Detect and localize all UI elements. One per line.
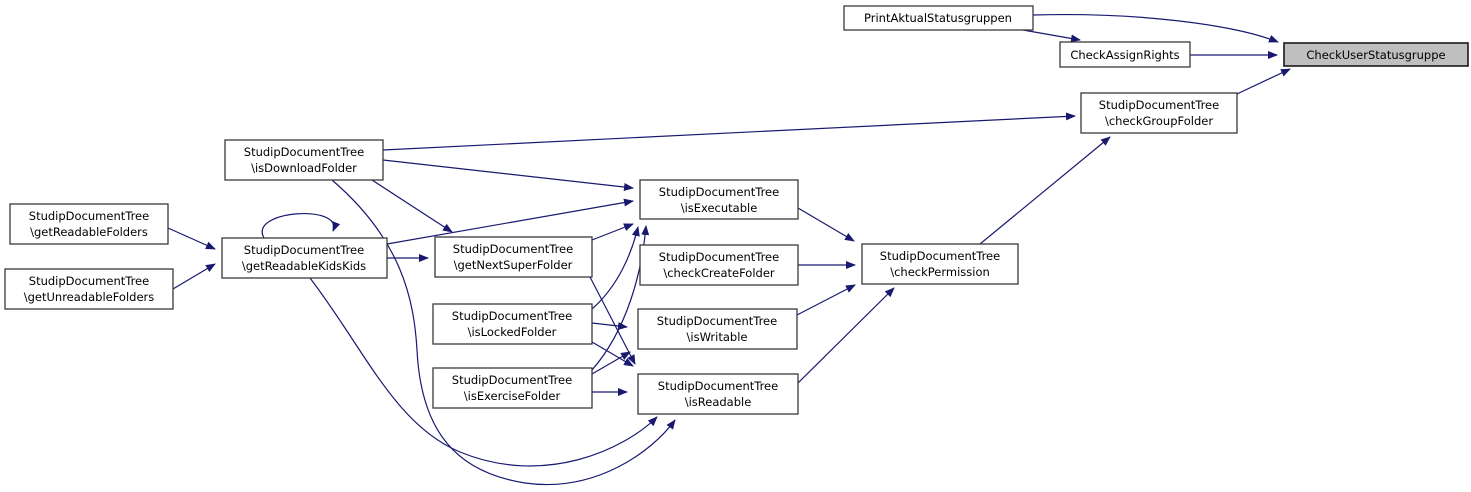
edge-iswritable-checkpermission — [796, 284, 856, 316]
node-box-highlighted — [1283, 42, 1469, 67]
node-getreadablekidskids[interactable]: StudipDocumentTree \getReadableKidsKids — [221, 237, 388, 279]
node-checkgroupfolder[interactable]: StudipDocumentTree \checkGroupFolder — [1080, 92, 1238, 134]
node-label-line1: StudipDocumentTree — [244, 145, 364, 159]
node-label: PrintAktualStatusgruppen — [864, 11, 1012, 25]
node-isdownloadfolder[interactable]: StudipDocumentTree \isDownloadFolder — [224, 139, 384, 181]
node-box — [4, 268, 174, 310]
node-label-line2: \getReadableKidsKids — [242, 259, 366, 273]
node-checkpermission[interactable]: StudipDocumentTree \checkPermission — [861, 243, 1019, 285]
node-label-line2: \isReadable — [685, 395, 752, 409]
node-label-line1: StudipDocumentTree — [659, 185, 779, 199]
node-box — [861, 243, 1019, 285]
node-box — [432, 367, 593, 409]
edge-getnextsuperfolder-isreadable — [589, 276, 636, 365]
node-box — [221, 237, 388, 279]
node-label-line2: \getNextSuperFolder — [454, 258, 573, 272]
node-box — [639, 179, 799, 220]
edge-printaktualstatusgruppen-checkassignrights — [1022, 29, 1081, 43]
node-label-line2: \getReadableFolders — [30, 225, 148, 239]
node-label-line2: \isDownloadFolder — [251, 161, 357, 175]
edge-getnextsuperfolder-isexecutable — [591, 223, 634, 241]
edge-isdownloadfolder-isreadable — [331, 179, 676, 485]
node-checkassignrights[interactable]: CheckAssignRights — [1059, 41, 1191, 68]
node-box — [1080, 92, 1238, 134]
edge-isexecutable-checkpermission — [797, 207, 855, 242]
edge-getreadablekidskids-self-loop — [261, 213, 341, 239]
node-box — [843, 5, 1034, 31]
node-label-line1: StudipDocumentTree — [453, 242, 573, 256]
edge-checkpermission-checkgroupfolder — [979, 136, 1111, 245]
node-box — [432, 303, 593, 345]
edge-isdownloadfolder-checkgroupfolder — [382, 112, 1076, 151]
edge-islockedfolder-iswritable — [591, 322, 628, 330]
node-label-line1: StudipDocumentTree — [452, 373, 572, 387]
node-islockedfolder[interactable]: StudipDocumentTree \isLockedFolder — [432, 303, 593, 345]
edge-getreadablefolders-getreadablekidskids — [167, 227, 216, 250]
edge-isdownloadfolder-isexecutable — [382, 159, 634, 191]
node-label-line1: StudipDocumentTree — [29, 274, 149, 288]
edge-isreadable-checkpermission — [797, 287, 895, 384]
node-iswritable[interactable]: StudipDocumentTree \isWritable — [637, 308, 798, 350]
node-getunreadablefolders[interactable]: StudipDocumentTree \getUnreadableFolders — [4, 268, 174, 310]
edge-isexercisefolder-isexecutable — [591, 225, 650, 371]
node-isexercisefolder[interactable]: StudipDocumentTree \isExerciseFolder — [432, 367, 593, 409]
node-label-line1: StudipDocumentTree — [658, 379, 778, 393]
node-isexecutable[interactable]: StudipDocumentTree \isExecutable — [639, 179, 799, 220]
node-label-line1: StudipDocumentTree — [1099, 98, 1219, 112]
node-label-line2: \isWritable — [687, 330, 748, 344]
node-label-line2: \getUnreadableFolders — [24, 290, 155, 304]
node-getreadablefolders[interactable]: StudipDocumentTree \getReadableFolders — [9, 203, 169, 245]
edge-islockedfolder-isexecutable — [591, 226, 640, 310]
node-box — [9, 203, 169, 245]
edge-checkgroupfolder-checkuserstatusgruppe — [1236, 68, 1291, 95]
node-label-line1: StudipDocumentTree — [244, 243, 364, 257]
node-getnextsuperfolder[interactable]: StudipDocumentTree \getNextSuperFolder — [434, 236, 593, 278]
node-box — [637, 308, 798, 350]
node-printaktualstatusgruppen[interactable]: PrintAktualStatusgruppen — [843, 5, 1034, 31]
node-checkcreatefolder[interactable]: StudipDocumentTree \checkCreateFolder — [639, 244, 799, 286]
node-box — [224, 139, 384, 181]
edge-layer — [167, 14, 1291, 485]
node-label: CheckAssignRights — [1070, 48, 1179, 62]
edge-islockedfolder-isreadable — [591, 341, 634, 367]
node-isreadable[interactable]: StudipDocumentTree \isReadable — [637, 373, 799, 415]
node-label-line1: StudipDocumentTree — [657, 314, 777, 328]
node-box — [434, 236, 593, 278]
node-label-line2: \checkCreateFolder — [663, 266, 775, 280]
node-label-line2: \checkGroupFolder — [1105, 114, 1213, 128]
node-label-line2: \isLockedFolder — [468, 325, 557, 339]
edge-getunreadablefolders-getreadablekidskids — [172, 263, 216, 290]
node-box — [1059, 41, 1191, 68]
edge-isexercisefolder-iswritable — [591, 351, 631, 375]
node-label-line1: StudipDocumentTree — [659, 250, 779, 264]
node-label-line1: StudipDocumentTree — [880, 249, 1000, 263]
node-box — [637, 373, 799, 415]
node-label-line2: \isExecutable — [681, 201, 758, 215]
node-label-line1: StudipDocumentTree — [29, 209, 149, 223]
node-label-line1: StudipDocumentTree — [452, 309, 572, 323]
edge-printaktualstatusgruppen-checkuserstatusgruppe — [1032, 14, 1279, 43]
edge-getreadablekidskids-isexecutable — [386, 198, 634, 245]
node-label-line2: \checkPermission — [890, 265, 990, 279]
node-checkuserstatusgruppe: CheckUserStatusgruppe — [1283, 42, 1469, 67]
edge-isdownloadfolder-getnextsuperfolder — [371, 179, 453, 233]
node-label-line2: \isExerciseFolder — [464, 389, 561, 403]
node-box — [639, 244, 799, 286]
node-label: CheckUserStatusgruppe — [1306, 48, 1445, 62]
edge-getreadablekidskids-isreadable — [309, 277, 658, 467]
